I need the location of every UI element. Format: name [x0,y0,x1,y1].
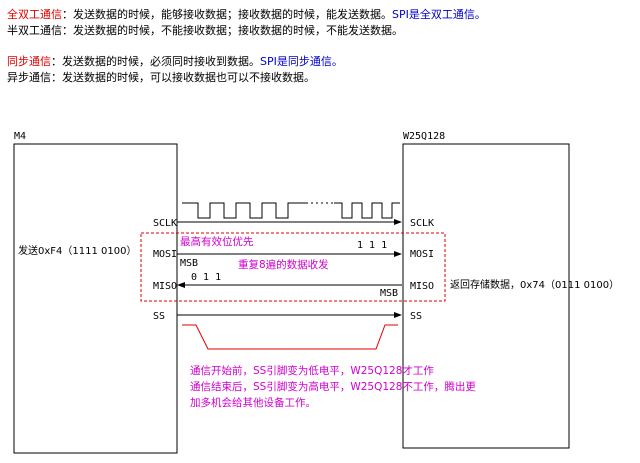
mosi-msb-label: MSB [180,258,198,269]
sync-line: 同步通信：发送数据的时候，必须同时接收到数据。SPI是同步通信。 [7,53,343,69]
ss-slave-label: SS [410,311,422,322]
mosi-bits: 1 1 1 [357,240,387,251]
sync-term: 同步通信 [7,55,51,68]
sclk-master-label: SCLK [153,218,177,229]
ss-note-3: 加多机会给其他设备工作。 [190,396,316,409]
half-duplex-term: 半双工通信 [7,24,62,37]
ss-note-2: 通信结束后，SS引脚变为高电平，W25Q128不工作，腾出更 [190,380,476,393]
mosi-master-label: MOSI [153,249,177,260]
sclk-arrowhead [394,219,402,225]
full-duplex-term: 全双工通信 [7,8,62,21]
miso-slave-label: MISO [410,281,434,292]
ss-note-1: 通信开始前，SS引脚变为低电平，W25Q128才工作 [190,364,434,377]
async-text: ：发送数据的时候，可以接收数据也可以不接收数据。 [51,71,315,84]
sync-text: ：发送数据的时候，必须同时接收到数据。 [51,55,260,68]
master-name: M4 [14,131,26,142]
sclk-waveform-end [334,202,400,219]
half-duplex-line: 半双工通信：发送数据的时候，不能接收数据；接收数据的时候，不能发送数据。 [7,22,403,38]
repeat-note: 重复8遍的数据收发 [238,258,329,271]
miso-bits: 0 1 1 [191,272,221,283]
data-exchange-region [140,232,446,302]
mosi-note: 最高有效位优先 [180,235,254,248]
master-box [13,143,178,454]
full-duplex-line: 全双工通信：发送数据的时候，能够接收数据；接收数据的时候，能发送数据。SPI是全… [7,6,486,22]
mosi-slave-label: MOSI [410,249,434,260]
miso-master-label: MISO [153,281,177,292]
async-line: 异步通信：发送数据的时候，可以接收数据也可以不接收数据。 [7,69,315,85]
miso-msb-label: MSB [380,288,398,299]
ss-master-label: SS [153,311,165,322]
master-send-label: 发送0xF4（1111 0100） [18,244,136,257]
async-term: 异步通信 [7,71,51,84]
sclk-slave-label: SCLK [410,218,434,229]
miso-arrowhead [177,282,185,288]
sync-note: SPI是同步通信。 [260,55,343,68]
slave-return-label: 返回存储数据，0x74（0111 0100） [450,278,619,291]
ss-waveform [182,324,398,350]
slave-name: W25Q128 [403,131,445,142]
slave-box [402,143,570,449]
sclk-waveform [182,202,306,219]
ss-arrowhead [394,312,402,318]
full-duplex-note: SPI是全双工通信。 [392,8,486,21]
half-duplex-text: ：发送数据的时候，不能接收数据；接收数据的时候，不能发送数据。 [62,24,403,37]
full-duplex-text: ：发送数据的时候，能够接收数据；接收数据的时候，能发送数据。 [62,8,392,21]
mosi-arrowhead [394,251,402,257]
